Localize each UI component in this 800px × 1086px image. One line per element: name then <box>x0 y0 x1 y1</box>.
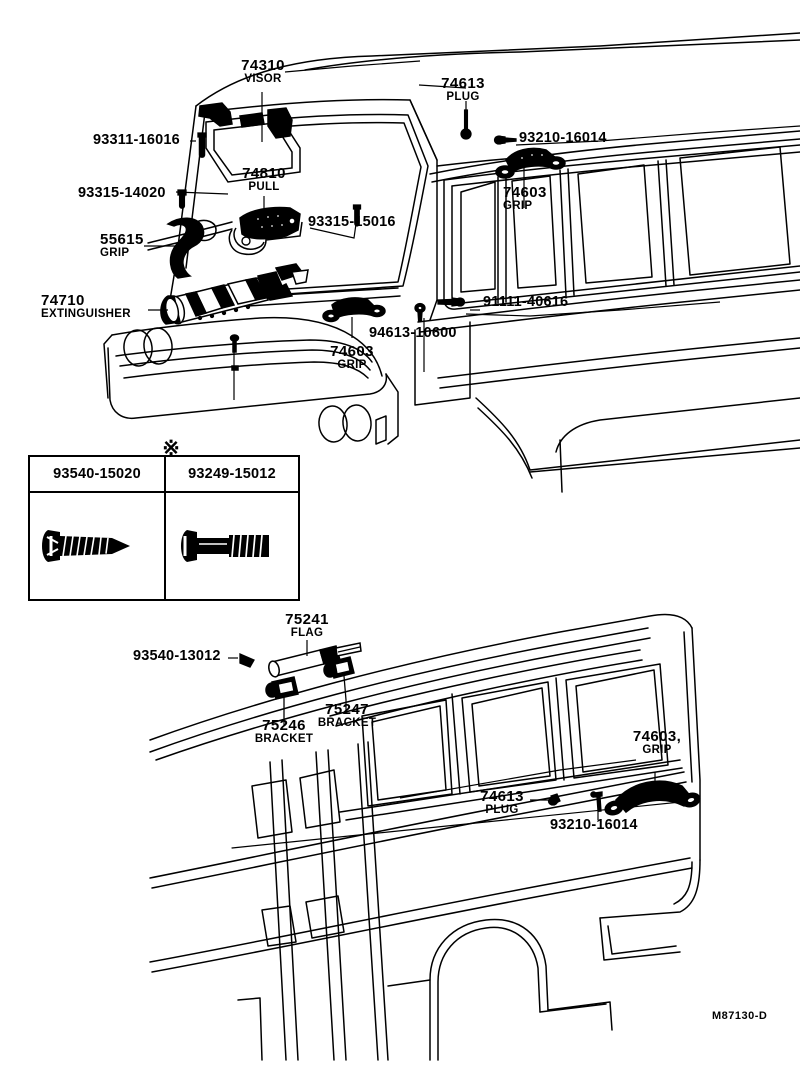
callout-visor: 74310 VISOR <box>213 58 313 86</box>
table-body-cell-1 <box>30 493 164 599</box>
assist-grip-part <box>166 217 217 279</box>
callout-subtitle: BRACKET <box>254 733 314 745</box>
part-number-93540-13012: 93540-13012 <box>133 648 221 664</box>
callout-subtitle: FLAG <box>290 627 324 639</box>
callout-number: 74310 <box>241 57 285 74</box>
fastener-icons <box>177 109 517 322</box>
part-number-91111-40616: 91111-40616 <box>483 294 569 310</box>
callout-number: 75241 <box>285 611 329 628</box>
callout-number: 74603, <box>632 728 682 745</box>
callout-number: 55615 <box>100 231 144 248</box>
hardware-table: 93540-15020 93249-15012 <box>28 455 300 601</box>
callout-subtitle: GRIP <box>337 359 367 371</box>
callout-number: 75247 <box>325 701 369 718</box>
callout-subtitle: PLUG <box>446 91 480 103</box>
pull-handle-part <box>228 206 303 256</box>
callout-subtitle: PULL <box>248 181 280 193</box>
bracket-front-part <box>265 676 299 718</box>
lower-leader-lines <box>228 640 656 820</box>
asterisk-marker: ※ <box>162 437 180 460</box>
table-header-row: 93540-15020 93249-15012 <box>30 457 298 493</box>
upper-leader-lines <box>144 60 800 372</box>
callout-subtitle: VISOR <box>244 73 282 85</box>
callout-number: 74603 <box>330 343 374 360</box>
callout-subtitle: GRIP <box>100 247 130 259</box>
callout-subtitle: BRACKET <box>317 717 377 729</box>
document-id: M87130-D <box>712 1010 768 1022</box>
table-header-cell-2: 93249-15012 <box>164 457 298 493</box>
table-body-row <box>30 493 298 599</box>
callout-extinguisher: 74710 EXTINGUISHER <box>41 293 131 321</box>
callout-grip-assist: 55615 GRIP <box>100 232 144 260</box>
callout-subtitle: PLUG <box>485 804 519 816</box>
callout-plug-rear: 74613 PLUG <box>462 789 542 817</box>
callout-grip-lower: 74603 GRIP <box>302 344 402 372</box>
callout-bracket-rear: 75247 BRACKET <box>297 702 397 730</box>
callout-number: 75246 <box>262 717 306 734</box>
table-body-cell-2 <box>164 493 298 599</box>
part-number-93311-16016: 93311-16016 <box>93 132 180 148</box>
callout-subtitle: EXTINGUISHER <box>41 308 131 320</box>
callout-number: 74613 <box>480 788 524 805</box>
table-header-cell-1: 93540-15020 <box>30 457 164 493</box>
machine-screw-icon <box>181 530 269 562</box>
callout-number: 74810 <box>242 165 286 182</box>
part-number-93315-15016: 93315-15016 <box>308 214 396 230</box>
bracket-rear-part <box>323 656 355 701</box>
tapping-screw-icon <box>42 530 130 562</box>
table-part-number: 93540-15020 <box>53 466 141 482</box>
visor-part <box>198 102 301 183</box>
callout-flag: 75241 FLAG <box>257 612 357 640</box>
callout-plug-front: 74613 PLUG <box>413 76 513 104</box>
table-part-number: 93249-15012 <box>188 466 276 482</box>
callout-grip-roof: 74603 GRIP <box>503 185 547 213</box>
part-number-93210-16014: 93210-16014 <box>519 130 607 146</box>
callout-number: 74710 <box>41 292 85 309</box>
flag-part <box>268 642 362 678</box>
callout-grip-rear: 74603, GRIP <box>612 729 702 757</box>
part-number-94613-10600: 94613-10600 <box>369 325 457 341</box>
lower-fastener-icons <box>239 653 603 813</box>
callout-number: 74603 <box>503 184 547 201</box>
part-number-93315-14020: 93315-14020 <box>78 185 166 201</box>
roof-grip-part <box>495 147 566 179</box>
callout-subtitle: GRIP <box>503 200 533 212</box>
extinguisher-part <box>160 263 309 400</box>
callout-subtitle: GRIP <box>642 744 672 756</box>
callout-pull: 74810 PULL <box>214 166 314 194</box>
callout-number: 74613 <box>441 75 485 92</box>
rear-grip-part <box>604 780 701 816</box>
lower-grip-part <box>322 297 386 323</box>
callout-bracket-front: 75246 BRACKET <box>234 718 334 746</box>
part-number-93210-16014-rear: 93210-16014 <box>550 817 638 833</box>
